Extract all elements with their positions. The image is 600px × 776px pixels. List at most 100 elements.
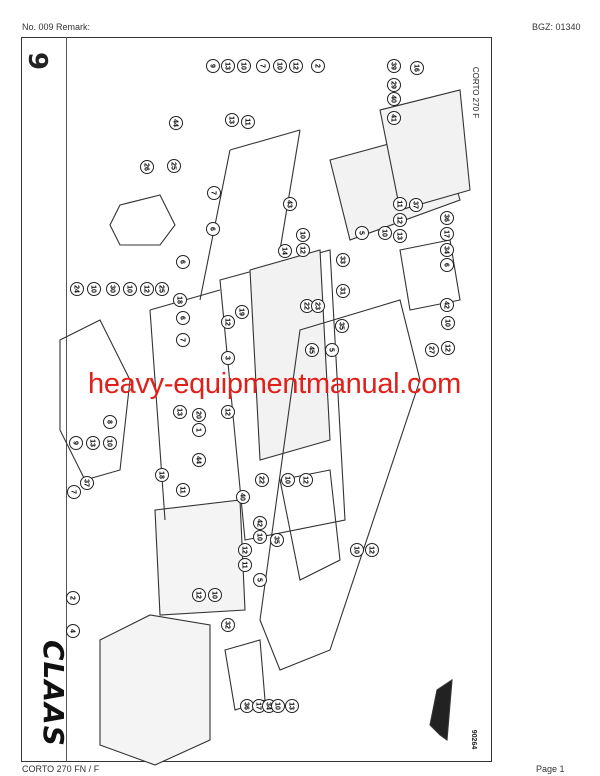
claas-logo: CLAAS (37, 640, 70, 747)
callout-circle (425, 343, 439, 357)
callout-number: 12 (241, 546, 248, 554)
callout-number: 33 (339, 256, 346, 264)
callout-circle (238, 543, 252, 557)
watermark-text: heavy-equipmentmanual.com (88, 368, 461, 400)
callout-number: 13 (396, 232, 403, 240)
callout-circle (192, 453, 206, 467)
callout-number: 31 (339, 287, 346, 295)
callout-number: 10 (444, 319, 451, 327)
callout-number: 5 (358, 231, 365, 235)
callout-number: 10 (90, 285, 97, 293)
callout-circle (393, 197, 407, 211)
callout-number: 40 (239, 493, 246, 501)
callout-circle (336, 284, 350, 298)
callout-circle (221, 59, 235, 73)
callout-circle (299, 473, 313, 487)
callout-circle (393, 229, 407, 243)
callout-circle (192, 588, 206, 602)
callout-number: 11 (241, 561, 248, 569)
callout-number: 23 (314, 302, 321, 310)
callout-number: 13 (176, 408, 183, 416)
callout-number: 6 (209, 227, 216, 231)
callout-number: 24 (73, 285, 80, 293)
callout-circle (440, 243, 454, 257)
callout-number: 32 (224, 621, 231, 629)
callout-number: 10 (256, 533, 263, 541)
callout-number: 11 (244, 118, 251, 126)
callout-circle (225, 113, 239, 127)
callout-circle (281, 473, 295, 487)
callout-circle (192, 423, 206, 437)
callout-number: 2 (69, 596, 76, 600)
callout-circle (103, 415, 117, 429)
callout-number: 6 (179, 316, 186, 320)
callout-circle (283, 197, 297, 211)
callout-circle (285, 699, 299, 713)
callout-number: 8 (106, 420, 113, 424)
callout-circle (169, 116, 183, 130)
callout-number: 6 (179, 260, 186, 264)
callout-number: 22 (258, 476, 265, 484)
callout-circle (350, 543, 364, 557)
callout-circle (140, 160, 154, 174)
callout-circle (325, 343, 339, 357)
footer-right: Page 1 (536, 764, 565, 774)
callout-number: 12 (195, 591, 202, 599)
callout-circle (192, 408, 206, 422)
callout-number: 7 (210, 191, 217, 195)
callout-number: 10 (381, 229, 388, 237)
callout-circle (176, 255, 190, 269)
callout-number: 19 (238, 308, 245, 316)
callout-circle (253, 516, 267, 530)
callout-circle (311, 299, 325, 313)
callout-number: 13 (224, 62, 231, 70)
callout-circle (236, 490, 250, 504)
drawing-frame (21, 37, 492, 762)
callout-circle (441, 341, 455, 355)
callout-number: 10 (284, 476, 291, 484)
callout-number: 6 (443, 263, 450, 267)
callout-circle (241, 115, 255, 129)
callout-number: 7 (179, 338, 186, 342)
callout-circle (378, 226, 392, 240)
callout-circle (237, 59, 251, 73)
callout-circle (67, 485, 81, 499)
side-column (21, 37, 67, 762)
callout-number: 5 (256, 578, 263, 582)
callout-circle (69, 436, 83, 450)
callout-circle (238, 558, 252, 572)
header-left: No. 009 Remark: (22, 22, 91, 32)
callout-circle (103, 436, 117, 450)
callout-number: 20 (195, 411, 202, 419)
callout-number: 35 (338, 322, 345, 330)
callout-circle (365, 543, 379, 557)
callout-circle (278, 244, 292, 258)
callout-number: 41 (390, 114, 397, 122)
callout-circle (355, 226, 369, 240)
callout-number: 3 (224, 356, 231, 360)
callout-number: 18 (158, 471, 165, 479)
callout-number: 12 (302, 476, 309, 484)
callout-circle (440, 298, 454, 312)
callout-circle (70, 282, 84, 296)
callout-number: 9 (72, 441, 79, 445)
callout-number: 10 (106, 439, 113, 447)
callout-number: 43 (286, 200, 293, 208)
callout-number: 44 (172, 119, 179, 127)
callout-circle (235, 305, 249, 319)
callout-number: 17 (443, 230, 450, 238)
callout-circle (123, 282, 137, 296)
callout-circle (335, 319, 349, 333)
callout-number: 12 (224, 318, 231, 326)
callout-circle (289, 59, 303, 73)
callout-circle (66, 591, 80, 605)
callout-circle (253, 573, 267, 587)
callout-circle (176, 333, 190, 347)
callout-number: 11 (396, 200, 403, 208)
callout-circle (440, 227, 454, 241)
callout-circle (270, 533, 284, 547)
callout-number: 45 (308, 346, 315, 354)
callout-circle (206, 59, 220, 73)
callout-number: 12 (368, 546, 375, 554)
callout-number: 42 (256, 519, 263, 527)
